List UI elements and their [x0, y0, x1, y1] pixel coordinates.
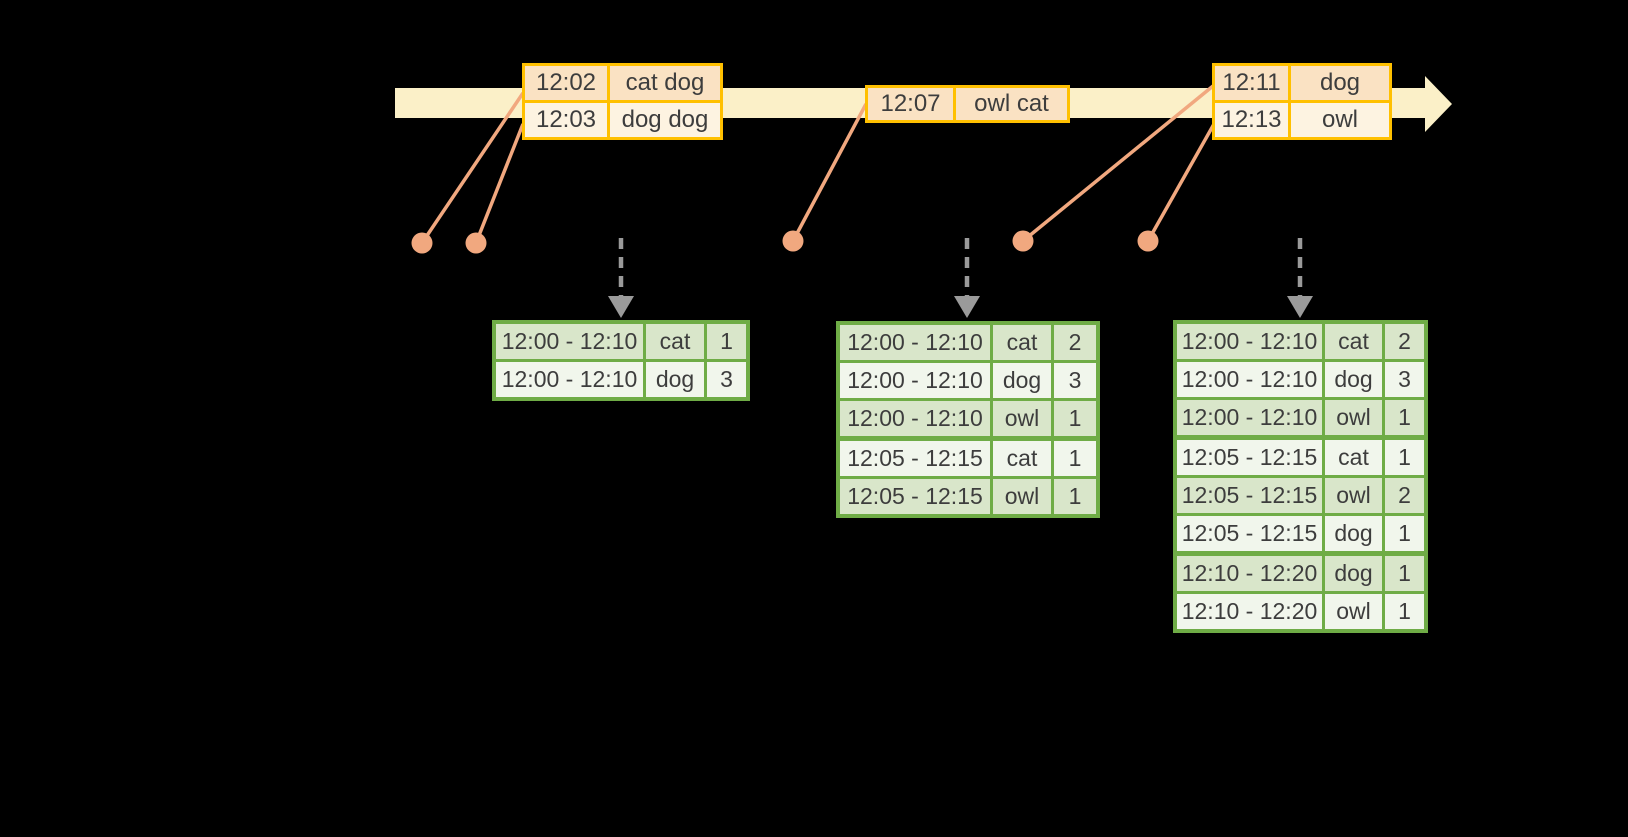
- event-table-2: 12:07 owl cat: [865, 85, 1070, 123]
- event-marker-dots: [411, 230, 1159, 254]
- result-word-cell: dog: [1325, 516, 1382, 551]
- result-count-cell: 1: [1385, 594, 1424, 629]
- result-word-cell: dog: [1325, 556, 1382, 591]
- result-window-cell: 12:05 - 12:15: [1177, 478, 1322, 513]
- result-count-cell: 1: [1385, 516, 1424, 551]
- result-count-cell: 1: [1385, 556, 1424, 591]
- result-window-cell: 12:05 - 12:15: [840, 479, 990, 514]
- event-time-cell: 12:11: [1215, 66, 1288, 100]
- result-word-cell: owl: [1325, 400, 1382, 435]
- event-time-cell: 12:03: [525, 103, 607, 137]
- result-count-cell: 2: [1054, 325, 1096, 360]
- result-window-cell: 12:00 - 12:10: [840, 401, 990, 436]
- result-window-cell: 12:00 - 12:10: [496, 362, 643, 397]
- event-table-1: 12:02 cat dog 12:03 dog dog: [522, 63, 723, 140]
- down-arrow-icon: [954, 296, 980, 318]
- result-count-cell: 3: [1385, 362, 1424, 397]
- event-time-cell: 12:13: [1215, 103, 1288, 137]
- event-dot-icon: [465, 232, 487, 254]
- event-words-cell: cat dog: [610, 66, 720, 100]
- down-arrow-icon: [1287, 296, 1313, 318]
- result-window-cell: 12:05 - 12:15: [1177, 516, 1322, 551]
- window-group: 12:10 - 12:20 dog 1 12:10 - 12:20 owl 1: [1177, 556, 1424, 629]
- result-word-cell: cat: [993, 325, 1051, 360]
- result-count-cell: 3: [707, 362, 746, 397]
- result-table-2: 12:00 - 12:10 cat 2 12:00 - 12:10 dog 3 …: [836, 321, 1100, 518]
- result-count-cell: 1: [707, 324, 746, 359]
- result-count-cell: 1: [1054, 401, 1096, 436]
- result-count-cell: 1: [1054, 479, 1096, 514]
- connector-line: [1021, 84, 1215, 243]
- event-table-3: 12:11 dog 12:13 owl: [1212, 63, 1392, 140]
- result-word-cell: owl: [993, 479, 1051, 514]
- result-count-cell: 1: [1054, 441, 1096, 476]
- event-dot-icon: [782, 230, 804, 252]
- event-dot-icon: [1012, 230, 1034, 252]
- result-window-cell: 12:00 - 12:10: [1177, 324, 1322, 359]
- result-word-cell: cat: [1325, 324, 1382, 359]
- result-window-cell: 12:00 - 12:10: [496, 324, 643, 359]
- window-group: 12:00 - 12:10 cat 1 12:00 - 12:10 dog 3: [496, 324, 746, 397]
- event-words-cell: owl cat: [956, 88, 1067, 120]
- result-word-cell: owl: [1325, 594, 1382, 629]
- result-word-cell: dog: [1325, 362, 1382, 397]
- window-group: 12:00 - 12:10 cat 2 12:00 - 12:10 dog 3 …: [840, 325, 1096, 436]
- result-count-cell: 3: [1054, 363, 1096, 398]
- event-time-cell: 12:02: [525, 66, 607, 100]
- window-group: 12:05 - 12:15 cat 1 12:05 - 12:15 owl 1: [840, 441, 1096, 514]
- result-table-1: 12:00 - 12:10 cat 1 12:00 - 12:10 dog 3: [492, 320, 750, 401]
- result-count-cell: 1: [1385, 440, 1424, 475]
- result-window-cell: 12:05 - 12:15: [840, 441, 990, 476]
- result-window-cell: 12:00 - 12:10: [1177, 400, 1322, 435]
- result-word-cell: cat: [1325, 440, 1382, 475]
- connector-line: [791, 103, 868, 242]
- result-window-cell: 12:10 - 12:20: [1177, 556, 1322, 591]
- down-arrow-icon: [608, 296, 634, 318]
- result-count-cell: 2: [1385, 478, 1424, 513]
- connector-line: [1146, 123, 1216, 242]
- result-window-cell: 12:00 - 12:10: [840, 325, 990, 360]
- result-word-cell: owl: [993, 401, 1051, 436]
- connector-line: [420, 92, 525, 244]
- event-dot-icon: [411, 232, 433, 254]
- result-word-cell: cat: [993, 441, 1051, 476]
- result-table-3: 12:00 - 12:10 cat 2 12:00 - 12:10 dog 3 …: [1173, 320, 1428, 633]
- result-word-cell: owl: [1325, 478, 1382, 513]
- event-dot-icon: [1137, 230, 1159, 252]
- result-window-cell: 12:00 - 12:10: [1177, 362, 1322, 397]
- result-count-cell: 1: [1385, 400, 1424, 435]
- result-word-cell: dog: [646, 362, 704, 397]
- result-word-cell: dog: [993, 363, 1051, 398]
- window-group: 12:00 - 12:10 cat 2 12:00 - 12:10 dog 3 …: [1177, 324, 1424, 435]
- event-words-cell: dog dog: [610, 103, 720, 137]
- event-words-cell: dog: [1291, 66, 1389, 100]
- event-words-cell: owl: [1291, 103, 1389, 137]
- result-word-cell: cat: [646, 324, 704, 359]
- result-window-cell: 12:10 - 12:20: [1177, 594, 1322, 629]
- result-window-cell: 12:05 - 12:15: [1177, 440, 1322, 475]
- event-connector-lines: [420, 84, 1216, 244]
- result-count-cell: 2: [1385, 324, 1424, 359]
- trigger-arrows: [618, 238, 1303, 297]
- event-time-cell: 12:07: [868, 88, 953, 120]
- trigger-arrowheads: [608, 296, 1313, 318]
- window-group: 12:05 - 12:15 cat 1 12:05 - 12:15 owl 2 …: [1177, 440, 1424, 551]
- connector-line: [474, 123, 525, 244]
- result-window-cell: 12:00 - 12:10: [840, 363, 990, 398]
